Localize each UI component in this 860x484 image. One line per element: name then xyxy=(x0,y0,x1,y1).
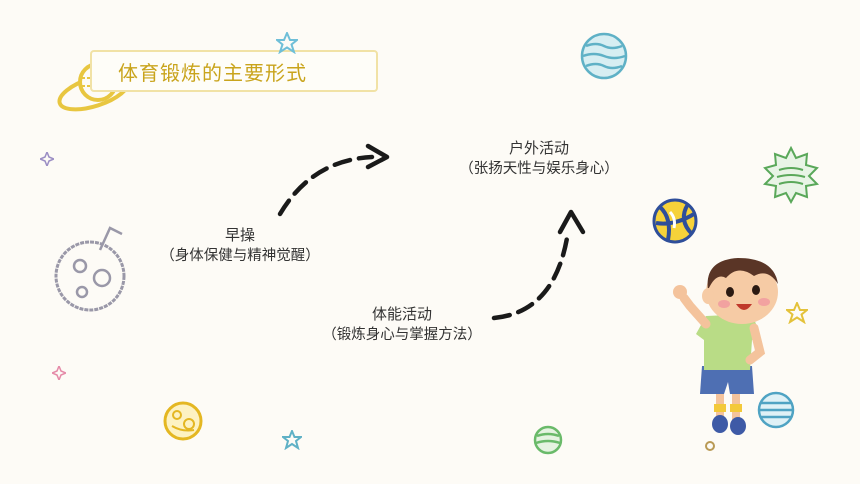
striped-planet-icon xyxy=(580,32,628,80)
boy-illustration xyxy=(673,258,778,435)
small-planet-icon xyxy=(163,401,203,441)
node-fitness-name: 体能活动 xyxy=(371,305,432,323)
green-planet-icon xyxy=(533,425,563,455)
sparkle-icon xyxy=(52,366,66,380)
title-box xyxy=(90,50,378,92)
sparkle-icon xyxy=(40,152,54,166)
page-title: 体育锻炼的主要形式 xyxy=(118,61,307,85)
node-morning-desc: （身体保健与精神觉醒） xyxy=(160,248,320,264)
star-icon xyxy=(282,430,302,450)
node-fitness-desc: （锻炼身心与掌握方法） xyxy=(322,327,482,343)
volleyball-icon xyxy=(652,198,698,244)
node-morning-exercise: 早操 （身体保健与精神觉醒） xyxy=(142,225,338,267)
node-outdoor-activity: 户外活动 （张扬天性与娱乐身心） xyxy=(436,138,642,180)
moon-planet-icon xyxy=(54,226,126,312)
sun-planet-icon xyxy=(762,146,820,204)
node-outdoor-name: 户外活动 xyxy=(508,139,569,157)
striped-planet-icon xyxy=(757,391,795,429)
dot-icon xyxy=(705,441,715,451)
node-morning-name: 早操 xyxy=(224,226,255,244)
node-outdoor-desc: （张扬天性与娱乐身心） xyxy=(459,161,619,177)
node-fitness-activity: 体能活动 （锻炼身心与掌握方法） xyxy=(300,304,504,346)
star-icon xyxy=(276,32,298,54)
star-icon xyxy=(786,302,808,324)
